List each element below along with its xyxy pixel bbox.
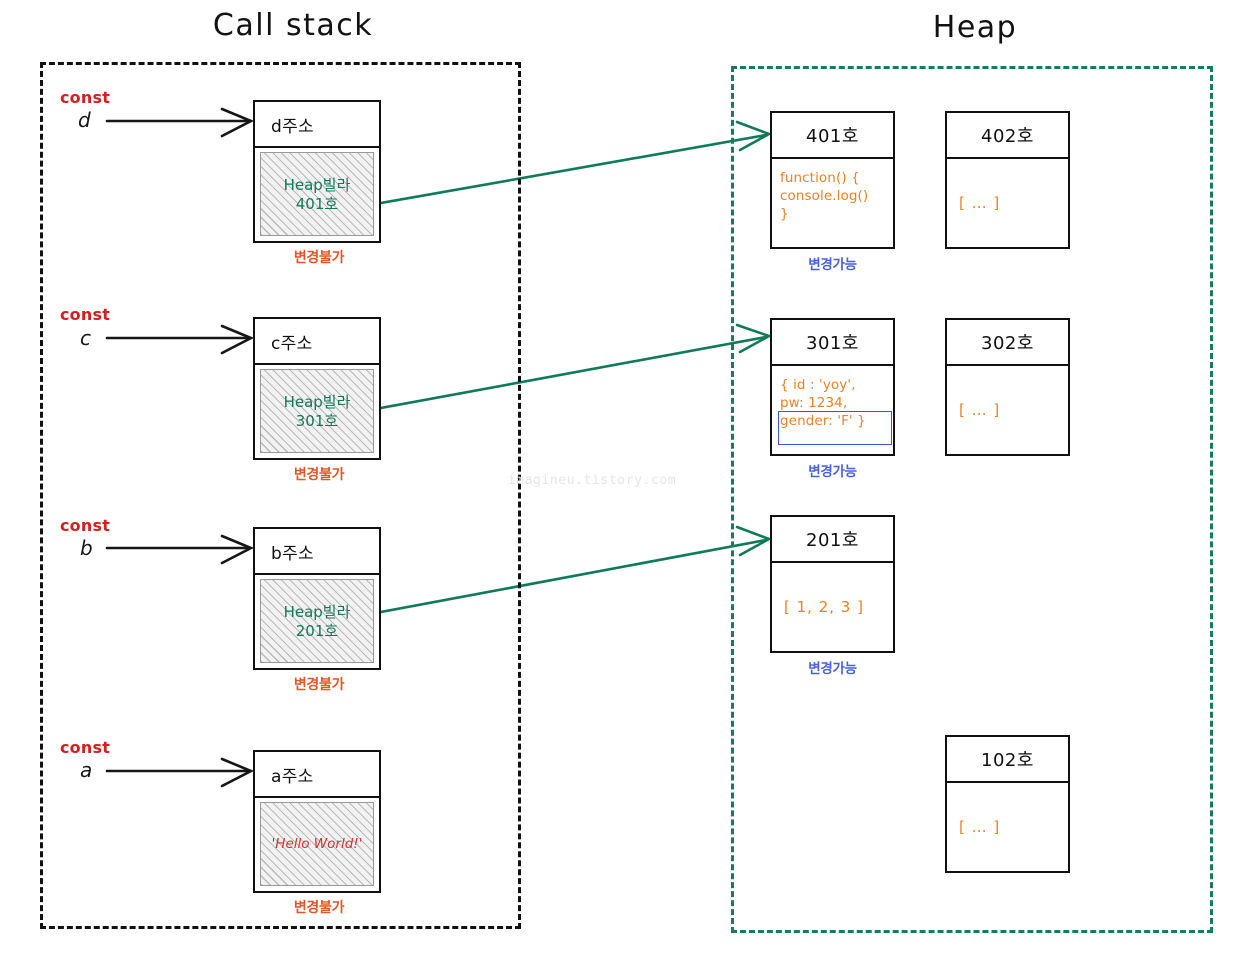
heap-box-body-302: [ … ] (945, 366, 1070, 456)
heap-box-content: [ 1, 2, 3 ] (784, 598, 864, 616)
heap-box-body-401: function() { console.log() } (770, 159, 895, 249)
stack-frame-head-label: b주소 (271, 543, 314, 564)
callstack-title: Call stack (212, 8, 374, 43)
heap-box-head-label: 102호 (981, 750, 1034, 771)
const-label-b: const (60, 516, 111, 535)
var-name-b: b (80, 536, 93, 560)
heap-box-content: [ … ] (959, 818, 1001, 836)
heap-box-note-201: 변경가능 (808, 661, 857, 677)
stack-frame-d[interactable]: d주소 Heap빌라 401호 변경불가 (253, 100, 381, 266)
heap-box-head-label: 302호 (981, 333, 1034, 354)
stack-frame-body-c: Heap빌라 301호 (253, 365, 381, 460)
var-name-a: a (80, 758, 93, 782)
heap-box-head-402: 402호 (945, 111, 1070, 159)
stack-frame-body-line2: 301호 (295, 411, 339, 430)
heap-box-head-label: 402호 (981, 126, 1034, 147)
hatch-pattern (260, 802, 374, 886)
stack-frame-body-text: 'Hello World!' (272, 836, 363, 853)
stack-frame-note-d: 변경불가 (293, 250, 345, 266)
callstack-region (40, 62, 521, 929)
heap-box-head-label: 301호 (806, 333, 859, 354)
heap-box-head-301: 301호 (770, 318, 895, 366)
heap-box-body-201: [ 1, 2, 3 ] (770, 563, 895, 653)
stack-frame-head-d: d주소 (253, 100, 381, 148)
heap-box-head-302: 302호 (945, 318, 1070, 366)
stack-frame-head-label: c주소 (271, 333, 313, 354)
const-label-a: const (60, 738, 111, 757)
stack-frame-note-a: 변경불가 (293, 900, 345, 916)
stack-frame-head-label: d주소 (271, 116, 314, 137)
var-name-c: c (80, 326, 91, 350)
heap-box-102[interactable]: 102호 [ … ] (945, 735, 1070, 873)
stack-frame-body-d: Heap빌라 401호 (253, 148, 381, 243)
stack-frame-body-line1: Heap빌라 (283, 392, 351, 411)
stack-frame-body-text: Heap빌라 201호 (284, 603, 351, 641)
stack-frame-body-text: Heap빌라 301호 (284, 393, 351, 431)
stack-frame-body-line2: 401호 (295, 194, 339, 213)
stack-frame-note-b: 변경불가 (293, 677, 345, 693)
stack-frame-b[interactable]: b주소 Heap빌라 201호 변경불가 (253, 527, 381, 693)
heap-box-301[interactable]: 301호 { id : 'yoy', pw: 1234, gender: 'F'… (770, 318, 895, 480)
stack-frame-note-c: 변경불가 (293, 467, 345, 483)
heap-box-302[interactable]: 302호 [ … ] (945, 318, 1070, 456)
stack-frame-body-text: Heap빌라 401호 (284, 176, 351, 214)
stack-frame-body-line1: 'Hello World!' (271, 836, 363, 853)
heap-box-note-301: 변경가능 (808, 464, 857, 480)
stack-frame-body-line2: 201호 (295, 621, 339, 640)
heap-box-content: function() { console.log() } (780, 170, 869, 223)
stack-frame-body-line1: Heap빌라 (283, 602, 351, 621)
var-name-d: d (78, 108, 91, 132)
heap-box-content: [ … ] (959, 194, 1001, 212)
gender-property-highlight (778, 411, 892, 445)
const-label-d: const (60, 88, 111, 107)
stack-frame-body-line1: Heap빌라 (283, 175, 351, 194)
heap-box-402[interactable]: 402호 [ … ] (945, 111, 1070, 249)
heap-box-head-201: 201호 (770, 515, 895, 563)
stack-frame-c[interactable]: c주소 Heap빌라 301호 변경불가 (253, 317, 381, 483)
stack-frame-head-c: c주소 (253, 317, 381, 365)
heap-box-content: { id : 'yoy', pw: 1234, gender: 'F' } (780, 377, 866, 430)
heap-box-head-102: 102호 (945, 735, 1070, 783)
heap-title: Heap (932, 10, 1018, 45)
stack-frame-head-b: b주소 (253, 527, 381, 575)
stack-frame-a[interactable]: a주소 'Hello World!' 변경불가 (253, 750, 381, 916)
heap-box-401[interactable]: 401호 function() { console.log() } 변경가능 (770, 111, 895, 273)
heap-box-note-401: 변경가능 (808, 257, 857, 273)
stack-frame-head-a: a주소 (253, 750, 381, 798)
stack-frame-body-a: 'Hello World!' (253, 798, 381, 893)
hatch-pattern (260, 152, 374, 236)
heap-box-content: [ … ] (959, 401, 1001, 419)
watermark: imagineu.tistory.com (507, 473, 677, 488)
heap-box-head-401: 401호 (770, 111, 895, 159)
heap-box-body-301: { id : 'yoy', pw: 1234, gender: 'F' } (770, 366, 895, 456)
const-label-c: const (60, 305, 111, 324)
heap-box-body-102: [ … ] (945, 783, 1070, 873)
stack-frame-head-label: a주소 (271, 766, 314, 787)
hatch-pattern (260, 369, 374, 453)
heap-box-201[interactable]: 201호 [ 1, 2, 3 ] 변경가능 (770, 515, 895, 677)
hatch-pattern (260, 579, 374, 663)
heap-region (731, 66, 1213, 933)
stack-frame-body-b: Heap빌라 201호 (253, 575, 381, 670)
heap-box-head-label: 401호 (806, 126, 859, 147)
heap-box-body-402: [ … ] (945, 159, 1070, 249)
heap-box-head-label: 201호 (806, 530, 859, 551)
